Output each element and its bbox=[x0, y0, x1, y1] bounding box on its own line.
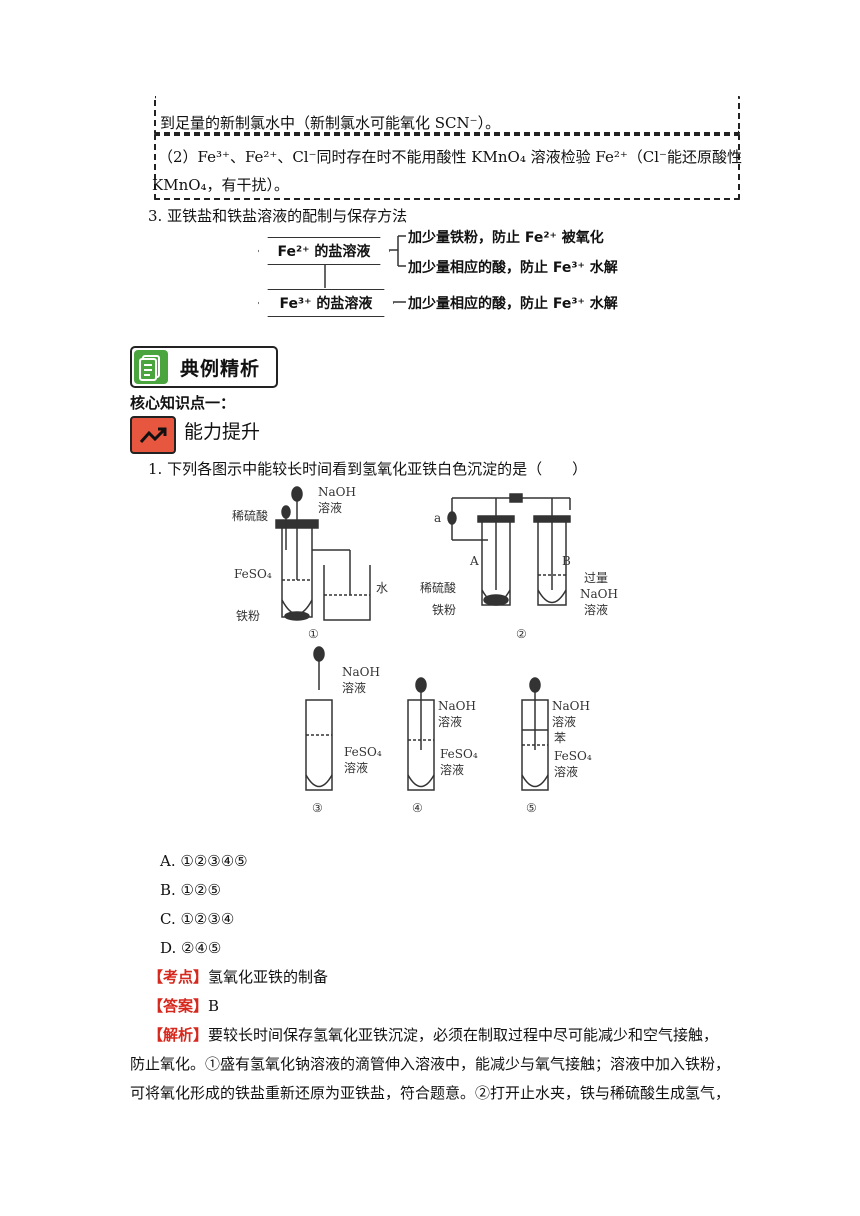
note-line-1: 到足量的新制氯水中（新制氯水可能氧化 SCN⁻）。 bbox=[160, 114, 501, 132]
note-box-bottom bbox=[154, 134, 740, 200]
jiexi-line-2: 防止氧化。①盛有氢氧化钠溶液的滴管伸入溶液中，能减少与氧气接触；溶液中加入铁粉， bbox=[130, 1055, 731, 1073]
ability-title: 能力提升 bbox=[184, 421, 261, 443]
note-line-2: （2）Fe³⁺、Fe²⁺、Cl⁻同时存在时不能用酸性 KMnO₄ 溶液检验 Fe… bbox=[158, 148, 742, 166]
label-benzene: 苯 bbox=[554, 731, 566, 745]
jiexi-line-1: 要较长时间保存氢氧化亚铁沉淀，必须在制取过程中尽可能减少和空气接触， bbox=[208, 1026, 719, 1044]
label-A: A bbox=[469, 554, 479, 568]
fe2-salt-label: Fe²⁺ 的盐溶液 bbox=[277, 244, 371, 260]
jiexi-label: 【解析】 bbox=[148, 1026, 209, 1044]
fe3-salt-box: Fe³⁺ 的盐溶液 bbox=[258, 289, 394, 317]
label-n2: ② bbox=[516, 627, 527, 641]
option-d: D. ②④⑤ bbox=[160, 939, 222, 957]
label-solution-4b: 溶液 bbox=[440, 762, 464, 777]
answer-label: 【答案】 bbox=[148, 997, 209, 1015]
label-naoh-5: NaOH bbox=[552, 699, 590, 713]
label-solution-5: 溶液 bbox=[552, 714, 576, 729]
apparatus-figure: NaOH 溶液 稀硫酸 FeSO₄ 铁粉 水 ① a A B 稀硫酸 铁粉 过量… bbox=[232, 485, 618, 815]
label-iron-powder-1: 铁粉 bbox=[236, 609, 260, 623]
label-solution-4: 溶液 bbox=[438, 714, 462, 729]
fe2-salt-box: Fe²⁺ 的盐溶液 bbox=[258, 237, 390, 265]
label-naoh-3: NaOH bbox=[342, 665, 380, 679]
label-naoh-1: NaOH bbox=[318, 485, 356, 499]
answer-text: B bbox=[208, 997, 220, 1015]
label-n3: ③ bbox=[312, 801, 323, 815]
label-water: 水 bbox=[376, 581, 388, 595]
kaodian-row: 【考点】氢氧化亚铁的制备 bbox=[148, 966, 328, 988]
fe2-branch-1: 加少量铁粉，防止 Fe²⁺ 被氧化 bbox=[408, 230, 604, 246]
label-feso4-1: FeSO₄ bbox=[234, 567, 272, 581]
label-B: B bbox=[562, 554, 571, 568]
note-box-top bbox=[154, 96, 740, 134]
badge-label: 典例精析 bbox=[180, 358, 261, 380]
label-naoh-2: NaOH bbox=[580, 587, 618, 601]
kaodian-text: 氢氧化亚铁的制备 bbox=[208, 968, 329, 986]
setup-1 bbox=[275, 486, 371, 621]
label-excess: 过量 bbox=[584, 571, 608, 585]
question-stem: 1. 下列各图示中能较长时间看到氢氧化亚铁白色沉淀的是（ ） bbox=[148, 460, 588, 478]
option-c: C. ①②③④ bbox=[160, 910, 235, 928]
label-solution-3b: 溶液 bbox=[344, 760, 368, 775]
note-line-3: KMnO₄，有干扰）。 bbox=[152, 176, 290, 194]
label-feso4-3: FeSO₄ bbox=[344, 745, 382, 759]
item3-title: 3. 亚铁盐和铁盐溶液的配制与保存方法 bbox=[148, 207, 408, 225]
fe2-branch-2: 加少量相应的酸，防止 Fe³⁺ 水解 bbox=[408, 260, 618, 276]
fe3-branch: 加少量相应的酸，防止 Fe³⁺ 水解 bbox=[408, 296, 618, 312]
document-icon bbox=[134, 350, 168, 384]
label-solution-3: 溶液 bbox=[342, 680, 366, 695]
fe3-salt-label: Fe³⁺ 的盐溶液 bbox=[279, 296, 373, 312]
label-solution-2: 溶液 bbox=[584, 602, 608, 617]
label-iron-powder-2: 铁粉 bbox=[432, 603, 456, 617]
label-n4: ④ bbox=[412, 801, 423, 815]
label-dilute-acid-1: 稀硫酸 bbox=[232, 508, 268, 523]
setup-4 bbox=[407, 677, 435, 791]
trend-up-icon bbox=[130, 416, 176, 454]
label-solution-1: 溶液 bbox=[318, 500, 342, 515]
label-naoh-4: NaOH bbox=[438, 699, 476, 713]
option-a: A. ①②③④⑤ bbox=[160, 852, 248, 870]
label-solution-5b: 溶液 bbox=[554, 764, 578, 779]
label-n5: ⑤ bbox=[526, 801, 537, 815]
label-a: a bbox=[434, 511, 441, 525]
setup-2 bbox=[447, 493, 571, 606]
jiexi-row-1: 【解析】要较长时间保存氢氧化亚铁沉淀，必须在制取过程中尽可能减少和空气接触， bbox=[148, 1024, 718, 1046]
setup-5 bbox=[521, 677, 549, 791]
kaodian-label: 【考点】 bbox=[148, 968, 209, 986]
label-feso4-4: FeSO₄ bbox=[440, 747, 478, 761]
example-analysis-badge: 典例精析 bbox=[130, 346, 278, 388]
answer-row: 【答案】B bbox=[148, 995, 219, 1017]
label-n1: ① bbox=[308, 627, 319, 641]
label-feso4-5: FeSO₄ bbox=[554, 749, 592, 763]
option-b: B. ①②⑤ bbox=[160, 881, 221, 899]
setup-3 bbox=[305, 646, 333, 791]
knowledge-point-title: 核心知识点一： bbox=[130, 394, 236, 412]
label-dilute-acid-2: 稀硫酸 bbox=[420, 580, 456, 595]
jiexi-line-3: 可将氧化形成的铁盐重新还原为亚铁盐，符合题意。②打开止水夹，铁与稀硫酸生成氢气， bbox=[130, 1084, 731, 1102]
